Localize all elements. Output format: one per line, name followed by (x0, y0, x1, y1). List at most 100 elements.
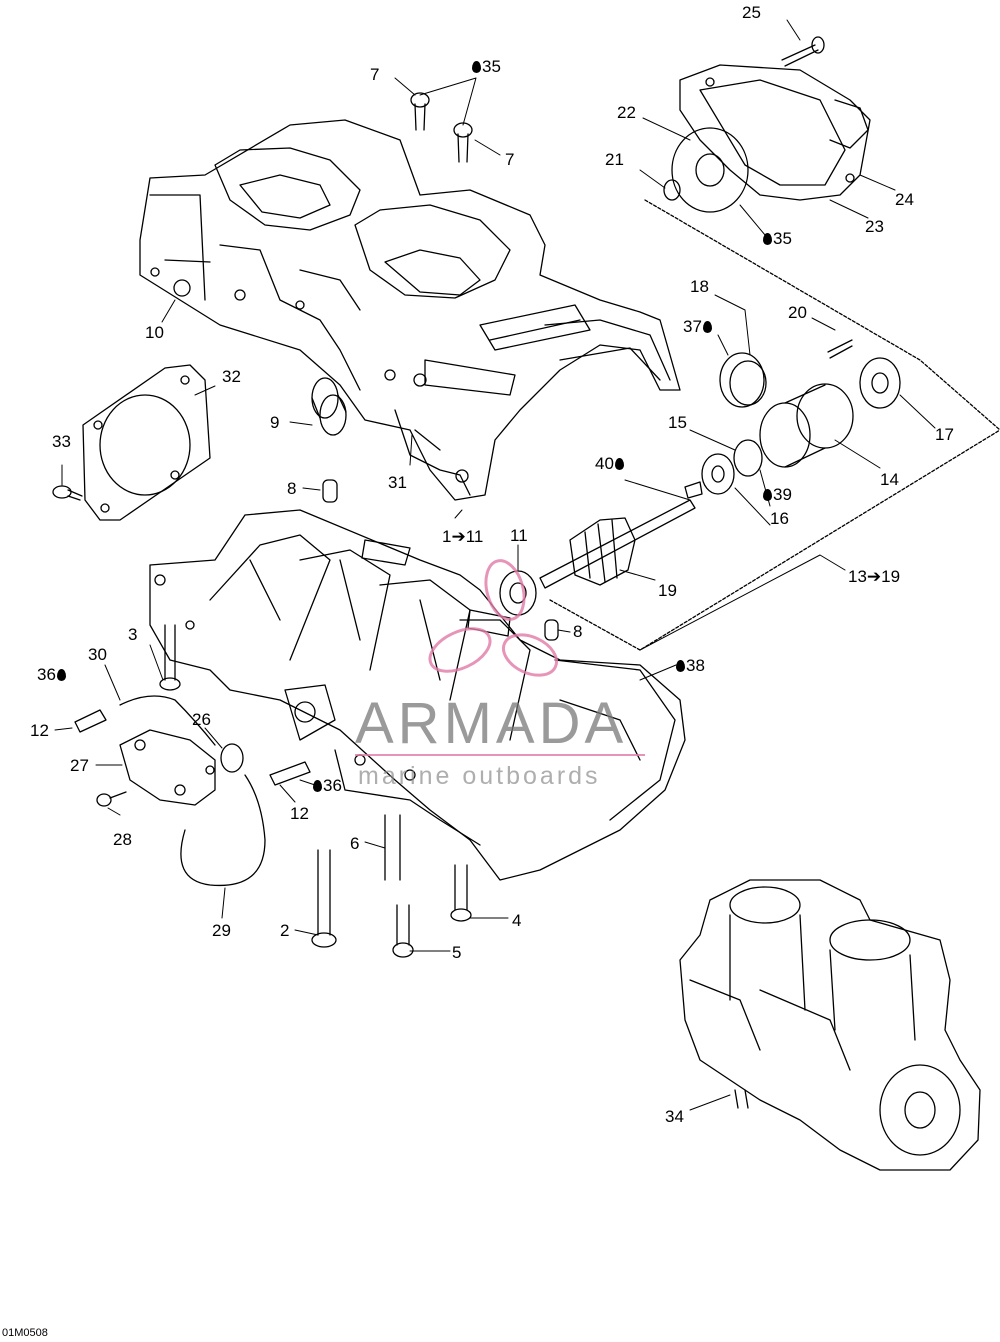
callout-number: 7 (370, 65, 380, 84)
engine-overview-34 (679, 879, 981, 1171)
callout-c36a: 36 (37, 666, 66, 683)
callout-number: 2 (280, 921, 290, 940)
oil-pump-27 (119, 729, 216, 806)
callout-c30: 30 (88, 646, 107, 663)
callout-c3: 3 (128, 626, 137, 643)
upper-crankcase (139, 119, 681, 501)
callout-number: 22 (617, 103, 636, 122)
watermark-name: ARMADA (355, 691, 628, 756)
bearing-16 (701, 453, 735, 495)
gear-19 (569, 517, 636, 586)
watermark-logo (428, 559, 558, 677)
callout-number: 35 (482, 57, 501, 76)
lubricant-drop-icon (56, 669, 66, 681)
callout-c27: 27 (70, 757, 89, 774)
fitting-12a (74, 709, 107, 733)
screw-7a (410, 92, 430, 131)
callout-c38: 38 (676, 657, 705, 674)
callout-number: 40 (595, 454, 614, 473)
lubricant-drop-icon (313, 780, 322, 792)
callout-c23: 23 (865, 218, 884, 235)
cover-plate-32 (82, 364, 211, 521)
oil-seal-9 (311, 377, 347, 436)
drawing-code: 01M0508 (2, 1327, 48, 1339)
rotary-valve-22 (671, 127, 749, 213)
callout-number: 29 (212, 921, 231, 940)
screw-5 (392, 904, 414, 958)
callout-c29: 29 (212, 922, 231, 939)
housing-14 (759, 383, 854, 468)
lubricant-drop-icon (472, 61, 481, 73)
screw-25 (781, 36, 825, 67)
lower-crankcase (149, 509, 686, 881)
callout-number: 31 (388, 473, 407, 492)
callout-number: 12 (30, 721, 49, 740)
stud-2 (311, 849, 337, 948)
screw-28 (96, 791, 127, 807)
hose-30 (119, 695, 216, 746)
lubricant-drop-icon (763, 489, 772, 501)
callout-c33: 33 (52, 433, 71, 450)
callout-c17: 17 (935, 426, 954, 443)
callout-number: 10 (145, 323, 164, 342)
callout-c14: 14 (880, 471, 899, 488)
callout-c13to19: 13➔19 (848, 568, 900, 585)
callout-number: 24 (895, 190, 914, 209)
screw-7b (453, 122, 473, 163)
callout-number: 30 (88, 645, 107, 664)
callout-number: 9 (270, 413, 280, 432)
callout-number: 39 (773, 485, 792, 504)
callout-c12b: 12 (290, 805, 309, 822)
seal-37 (719, 352, 767, 408)
callout-c25: 25 (742, 4, 761, 21)
callout-c8b: 8 (573, 623, 582, 640)
callout-c18: 18 (690, 278, 709, 295)
screw-33 (52, 485, 83, 501)
callout-c1to11: 1➔11 (442, 528, 483, 545)
callout-c6: 6 (350, 835, 359, 852)
callout-number: 35 (773, 229, 792, 248)
callout-number: 21 (605, 150, 624, 169)
callout-number: 13➔19 (848, 567, 901, 586)
callout-number: 34 (665, 1107, 684, 1126)
callout-c9: 9 (270, 414, 279, 431)
callout-number: 19 (658, 581, 677, 600)
callout-c20: 20 (788, 304, 807, 321)
callout-c39: 39 (763, 486, 792, 503)
callout-number: 7 (505, 150, 515, 169)
callout-c28: 28 (113, 831, 132, 848)
callout-number: 14 (880, 470, 899, 489)
seal-17 (859, 357, 901, 409)
callout-number: 11 (510, 526, 528, 545)
fitting-12b (269, 761, 311, 786)
dowel-8a (322, 479, 338, 503)
callout-number: 36 (37, 665, 56, 684)
callout-c37: 37 (683, 318, 712, 335)
callout-number: 33 (52, 432, 71, 451)
o-ring-26 (220, 743, 244, 773)
callout-number: 23 (865, 217, 884, 236)
callout-c8a: 8 (287, 480, 296, 497)
callout-number: 28 (113, 830, 132, 849)
lubricant-drop-icon (702, 321, 712, 333)
callout-number: 3 (128, 625, 138, 644)
callout-c26: 26 (192, 711, 211, 728)
callout-c35b: 35 (763, 230, 792, 247)
lubricant-drop-icon (763, 233, 772, 245)
callout-number: 26 (192, 710, 211, 729)
lubricant-drop-icon (614, 458, 624, 470)
callout-number: 38 (686, 656, 705, 675)
callout-number: 32 (222, 367, 241, 386)
dowel-8b (544, 619, 559, 641)
callout-c34: 34 (665, 1108, 684, 1125)
callout-number: 12 (290, 804, 309, 823)
stud-6 (384, 814, 401, 881)
callout-c21: 21 (605, 151, 624, 168)
stud-3 (159, 624, 181, 691)
leader-lines (54, 19, 936, 1111)
callout-number: 15 (668, 413, 687, 432)
callout-number: 8 (573, 622, 583, 641)
pin-20 (827, 339, 853, 359)
callout-c10: 10 (145, 324, 164, 341)
callout-number: 4 (512, 911, 522, 930)
